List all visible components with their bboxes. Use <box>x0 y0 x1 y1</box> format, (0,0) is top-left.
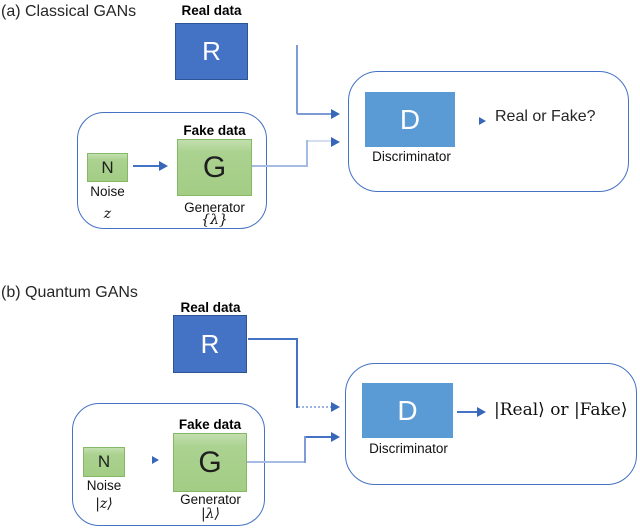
panel-b-generator-connector-arrowhead-icon <box>331 432 340 442</box>
panel-a-discriminator-box: D <box>365 92 455 147</box>
panel-b-generator-connector-horizontal-2 <box>306 436 332 438</box>
panel-a-generator-box-letter: G <box>202 150 227 184</box>
panel-a-noise-box-letter: N <box>101 157 114 177</box>
panel-a-discriminator-box-letter: D <box>399 103 421 135</box>
panel-b-generator-box: G <box>173 433 247 492</box>
panel-b-real-connector-vertical <box>296 338 298 408</box>
panel-b-output-arrowhead-icon <box>477 407 486 417</box>
panel-a-generator-connector-vertical <box>306 140 308 167</box>
panel-b-real-box-letter: R <box>200 328 220 359</box>
panel-b-real-connector-horizontal <box>248 338 298 340</box>
panel-a-generator-connector-horizontal <box>252 165 308 167</box>
panel-b-generator-container <box>72 403 265 526</box>
panel-a-noise-to-generator-arrowhead-icon <box>159 161 168 171</box>
panel-b-real-data-label: Real data <box>180 300 241 315</box>
panel-a-generator-connector-horizontal-2 <box>308 140 332 142</box>
panel-b-generator-param: |λ⟩ <box>200 506 221 522</box>
panel-a-section-label: (a) Classical GANs <box>1 3 137 20</box>
panel-a-fake-data-label: Fake data <box>183 123 246 138</box>
panel-b-generator-label: Generator <box>180 492 241 507</box>
panel-a-noise-to-generator-arrow-shaft <box>133 165 160 167</box>
panel-a-real-data-box: R <box>175 23 248 80</box>
panel-a-real-connector-arrowhead-icon <box>331 109 340 119</box>
panel-b-real-connector-horizontal-2 <box>298 406 332 408</box>
panel-b-noise-to-generator-arrowhead-icon <box>152 456 159 464</box>
panel-a-noise-param: z <box>103 206 112 222</box>
panel-a-real-box-letter: R <box>202 36 221 66</box>
panel-a-generator-connector-arrowhead-icon <box>331 137 340 147</box>
panel-b-discriminator-box: D <box>362 383 453 438</box>
panel-a-noise-box: N <box>87 153 128 182</box>
panel-a-output-arrowhead-icon <box>479 117 486 125</box>
panel-a-generator-container <box>77 112 267 229</box>
panel-a-discriminator-label: Discriminator <box>372 149 451 164</box>
panel-b-discriminator-box-letter: D <box>397 394 418 426</box>
panel-a-real-connector-vertical <box>296 45 298 114</box>
panel-a-noise-label: Noise <box>90 184 125 199</box>
panel-b-output-arrow-shaft <box>457 411 478 413</box>
panel-b-real-data-box: R <box>173 315 247 373</box>
panel-b-real-connector-arrowhead-icon <box>331 402 340 412</box>
panel-b-output-label: |Real⟩ or |Fake⟩ <box>494 400 628 420</box>
panel-b-noise-label: Noise <box>86 478 122 493</box>
panel-a-discriminator-container <box>348 71 629 192</box>
panel-b-discriminator-container <box>345 363 637 485</box>
panel-a-generator-box: G <box>177 139 252 196</box>
panel-b-generator-connector-vertical <box>304 436 306 463</box>
panel-b-discriminator-label: Discriminator <box>369 441 448 456</box>
panel-b-section-label: (b) Quantum GANs <box>1 284 138 301</box>
panel-a-output-label: Real or Fake? <box>495 108 596 125</box>
panel-b-generator-connector-horizontal <box>247 461 306 463</box>
panel-b-noise-box: N <box>83 447 125 477</box>
panel-a-real-data-label: Real data <box>181 3 242 18</box>
panel-b-noise-param: |z⟩ <box>95 496 113 512</box>
panel-a-generator-param: {λ} <box>201 212 228 228</box>
panel-a-generator-label: Generator <box>184 200 245 215</box>
panel-a-real-connector-horizontal <box>297 113 332 115</box>
panel-b-noise-box-letter: N <box>97 452 111 471</box>
panel-b-fake-data-label: Fake data <box>178 417 242 432</box>
panel-b-generator-box-letter: G <box>198 445 222 479</box>
